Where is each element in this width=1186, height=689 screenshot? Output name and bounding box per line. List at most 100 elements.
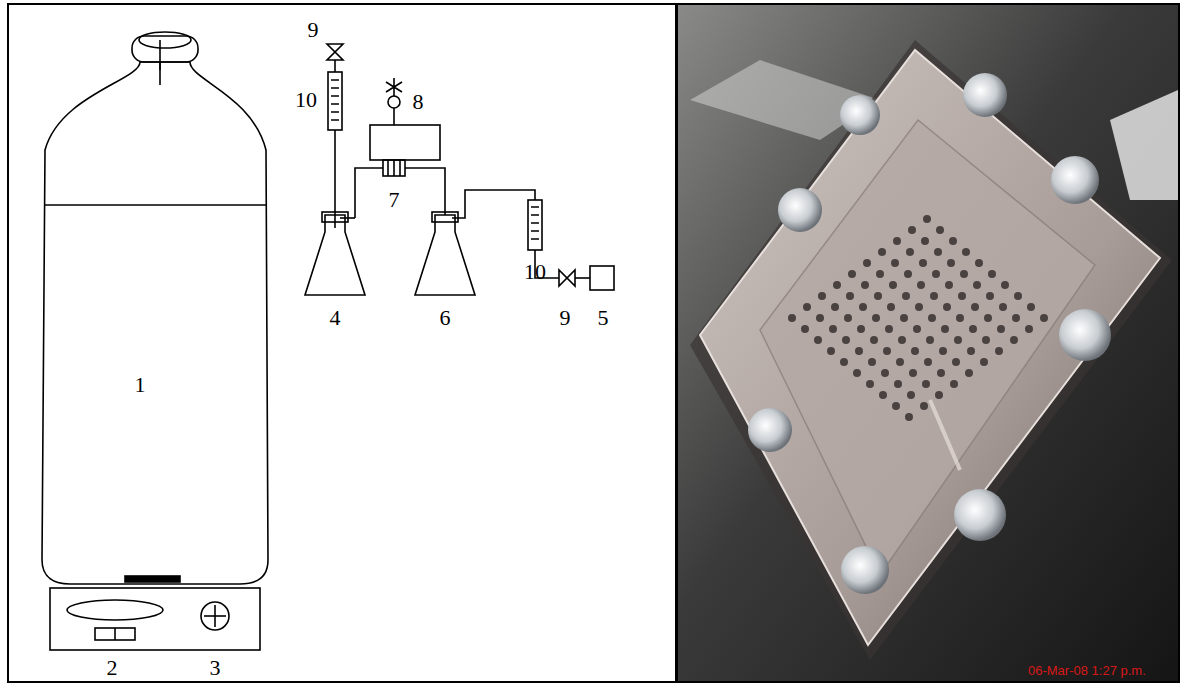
knob [201, 602, 229, 630]
callout-number: 9 [560, 307, 571, 329]
hole [893, 237, 901, 245]
callout-number: 1 [135, 374, 146, 396]
hole [801, 325, 809, 333]
hole [975, 259, 983, 267]
hole [892, 402, 900, 410]
membrane-cell [383, 160, 405, 176]
cell-chamber [370, 125, 440, 160]
hole [950, 380, 958, 388]
hole [928, 314, 936, 322]
timestamp: 06-Mar-08 1:27 p.m. [1028, 664, 1146, 677]
hole [956, 314, 964, 322]
hole [818, 292, 826, 300]
hole [857, 325, 865, 333]
hole [923, 215, 931, 223]
hole [958, 292, 966, 300]
hole [840, 358, 848, 366]
callout-number: 3 [210, 657, 221, 679]
callout-number: 2 [107, 657, 118, 679]
bolt [778, 188, 822, 232]
hole [816, 314, 824, 322]
hole [889, 281, 897, 289]
panel-frame [8, 4, 676, 682]
hole [872, 314, 880, 322]
cap-top [139, 32, 191, 48]
sensor [388, 96, 400, 108]
hole [920, 402, 928, 410]
hole [943, 303, 951, 311]
hole [971, 303, 979, 311]
hole [988, 270, 996, 278]
display [67, 600, 163, 620]
hole [937, 369, 945, 377]
hole [848, 270, 856, 278]
switch [95, 628, 135, 640]
bolt [954, 489, 1006, 541]
hole [902, 292, 910, 300]
hole [926, 336, 934, 344]
hole [913, 325, 921, 333]
callout-number: 7 [389, 189, 400, 211]
hole [829, 325, 837, 333]
flask [305, 215, 365, 295]
hole [960, 270, 968, 278]
hole [844, 314, 852, 322]
hole [881, 369, 889, 377]
hole [868, 358, 876, 366]
hole [883, 347, 891, 355]
callout-number: 4 [330, 307, 341, 329]
hole [863, 259, 871, 267]
hole [921, 237, 929, 245]
callout-number: 10 [295, 89, 317, 111]
tube [355, 168, 383, 218]
hole [891, 259, 899, 267]
hole [941, 325, 949, 333]
hole [788, 314, 796, 322]
hole [846, 292, 854, 300]
hole [984, 314, 992, 322]
bolt [841, 546, 889, 594]
hole [919, 259, 927, 267]
hole [945, 281, 953, 289]
hole [980, 358, 988, 366]
hole [1010, 336, 1018, 344]
hole [904, 270, 912, 278]
pump-box [590, 266, 614, 290]
hole [896, 358, 904, 366]
hole [969, 325, 977, 333]
stopper [322, 212, 348, 222]
hole [898, 336, 906, 344]
hole [827, 347, 835, 355]
hole [879, 391, 887, 399]
hole [1001, 281, 1009, 289]
callout-number: 5 [598, 307, 609, 329]
hole [861, 281, 869, 289]
flowmeter [328, 72, 342, 130]
photo-panel [677, 4, 1179, 682]
hole [949, 237, 957, 245]
hole [905, 413, 913, 421]
hole [1040, 314, 1048, 322]
callout-number: 10 [524, 261, 546, 283]
hole [952, 358, 960, 366]
hole [906, 248, 914, 256]
stir-bar [125, 576, 180, 582]
sensor-star [386, 78, 402, 96]
hole [900, 314, 908, 322]
hole [859, 303, 867, 311]
hole [887, 303, 895, 311]
hole [909, 369, 917, 377]
hole [870, 336, 878, 344]
hole [831, 303, 839, 311]
hole [842, 336, 850, 344]
tube [405, 168, 445, 215]
hole [878, 248, 886, 256]
hole [973, 281, 981, 289]
tube [452, 190, 535, 218]
valve [327, 44, 343, 60]
hole [967, 347, 975, 355]
hole [962, 248, 970, 256]
bottle [42, 62, 268, 584]
photo [690, 40, 1178, 660]
